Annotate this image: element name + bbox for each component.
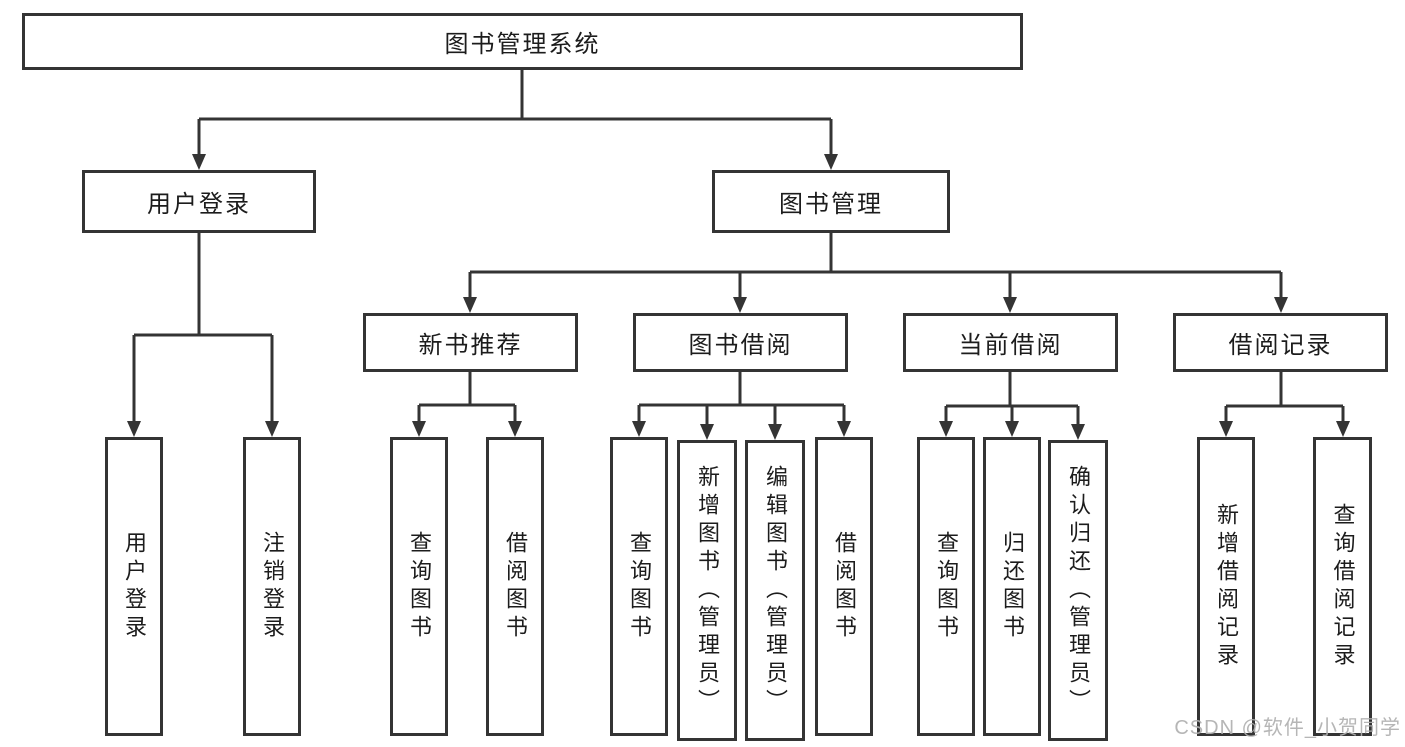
leaf-record-add: 新增借阅记录 [1197,437,1255,736]
node-user-login-label: 用户登录 [147,191,251,218]
leaf-record-query-label: 查询借阅记录 [1330,502,1356,671]
arrowhead-icon [412,421,426,437]
leaf-borrow-edit-admin-label: 编辑图书（管理员） [763,464,788,717]
arrowhead-icon [1005,421,1019,437]
arrowhead-icon [265,421,279,437]
csdn-watermark: CSDN @软件_小贺同学 [1174,717,1401,739]
arrowhead-icon [632,421,646,437]
leaf-return-book: 归还图书 [983,437,1041,736]
leaf-borrow-add-admin-label: 新增图书（管理员） [695,464,720,717]
arrowhead-icon [733,297,747,313]
node-book-management: 图书管理 [712,170,950,233]
arrowhead-icon [463,297,477,313]
node-borrow-records: 借阅记录 [1173,313,1388,372]
node-borrow-records-label: 借阅记录 [1228,332,1333,359]
arrowhead-icon [768,424,782,440]
node-book-borrow: 图书借阅 [633,313,848,372]
arrowhead-icon [837,421,851,437]
leaf-logout: 注销登录 [243,437,301,736]
leaf-current-query-label: 查询图书 [934,530,959,643]
arrowhead-icon [1071,424,1085,440]
node-current-borrow: 当前借阅 [903,313,1118,372]
leaf-logout-label: 注销登录 [260,530,285,643]
arrowhead-icon [1219,421,1233,437]
arrowhead-icon [1336,421,1350,437]
arrowhead-icon [508,421,522,437]
arrowhead-icon [1274,297,1288,313]
leaf-borrow-query: 查询图书 [610,437,668,736]
node-root-label: 图书管理系统 [444,31,601,58]
node-book-management-label: 图书管理 [779,191,883,218]
arrowhead-icon [1003,297,1017,313]
node-user-login: 用户登录 [82,170,316,233]
node-root: 图书管理系统 [22,13,1023,70]
node-new-book-recommend: 新书推荐 [363,313,578,372]
leaf-newbook-borrow-label: 借阅图书 [503,530,528,643]
leaf-user-login-label: 用户登录 [122,530,147,643]
arrowhead-icon [192,154,206,170]
arrowhead-icon [127,421,141,437]
node-current-borrow-label: 当前借阅 [958,332,1063,359]
leaf-borrow-book-label: 借阅图书 [832,530,857,643]
node-new-book-recommend-label: 新书推荐 [418,332,523,359]
leaf-return-book-label: 归还图书 [1000,530,1025,643]
leaf-borrow-query-label: 查询图书 [627,530,652,643]
leaf-confirm-return-admin-label: 确认归还（管理员） [1066,464,1091,717]
leaf-current-query: 查询图书 [917,437,975,736]
leaf-user-login: 用户登录 [105,437,163,736]
connector-rails [134,70,1343,408]
leaf-record-query: 查询借阅记录 [1313,437,1372,736]
node-book-borrow-label: 图书借阅 [688,332,793,359]
leaf-borrow-edit-admin: 编辑图书（管理员） [745,440,805,741]
leaf-borrow-book: 借阅图书 [815,437,873,736]
arrowhead-icon [939,421,953,437]
leaf-newbook-query: 查询图书 [390,437,448,736]
leaf-newbook-borrow: 借阅图书 [486,437,544,736]
leaf-confirm-return-admin: 确认归还（管理员） [1048,440,1108,741]
leaf-record-add-label: 新增借阅记录 [1214,502,1239,671]
leaf-newbook-query-label: 查询图书 [407,530,432,643]
arrowhead-icon [700,424,714,440]
arrowhead-icon [824,154,838,170]
leaf-borrow-add-admin: 新增图书（管理员） [677,440,737,741]
